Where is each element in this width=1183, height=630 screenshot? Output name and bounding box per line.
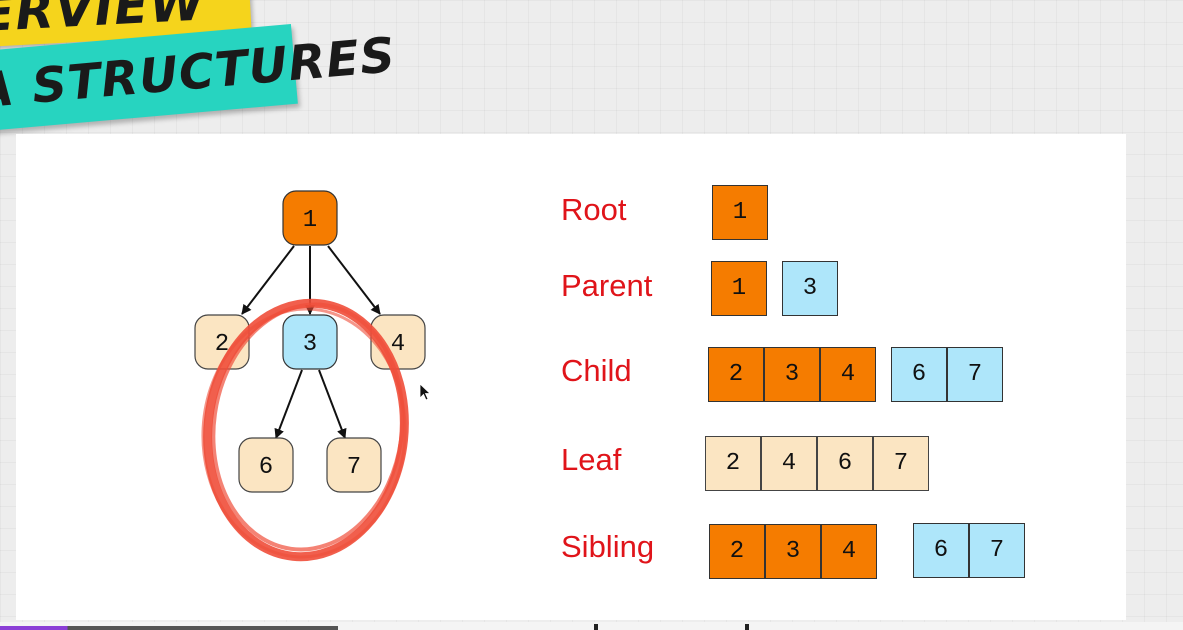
sibling-cell: 3 [765,524,821,579]
term-child: Child [561,353,632,388]
sibling-cell: 6 [913,523,969,578]
tree-node-6: 6 [238,437,294,493]
child-cell: 3 [764,347,820,402]
tree-node-1: 1 [282,190,338,246]
edge-3-7 [318,369,347,439]
chapter-marker [745,624,749,630]
tree-node-label: 3 [303,331,317,358]
child-cell: 2 [708,347,764,402]
term-sibling: Sibling [561,529,655,564]
slide-content: 1 2 3 4 6 7 Root Pare [16,134,1126,620]
leaf-cell: 2 [705,436,761,491]
parent-cell: 3 [782,261,838,316]
tree-node-label: 7 [347,454,361,481]
chapter-marker [594,624,598,630]
term-leaf: Leaf [561,442,622,477]
edge-1-2 [241,245,295,315]
leaf-cell: 7 [873,436,929,491]
annotation-circle [201,298,409,562]
tree-node-3: 3 [282,314,338,370]
tree-node-label: 2 [215,331,229,358]
root-cell: 1 [712,185,768,240]
tree-node-7: 7 [326,437,382,493]
sibling-cell: 2 [709,524,765,579]
mouse-cursor-icon [419,383,432,401]
parent-cell: 1 [711,261,767,316]
term-parent: Parent [561,268,653,303]
sibling-cell: 7 [969,523,1025,578]
edge-1-4 [327,245,381,315]
term-root: Root [561,192,627,227]
sibling-cell: 4 [821,524,877,579]
video-progress-bar[interactable] [0,622,1183,630]
tree-node-label: 4 [391,331,405,358]
tree-node-label: 1 [303,207,317,234]
child-cell: 6 [891,347,947,402]
tree-node-label: 6 [259,454,273,481]
leaf-cell: 4 [761,436,817,491]
video-progress-fill [0,626,338,630]
tree-diagram: 1 2 3 4 6 7 [194,190,432,562]
leaf-cell: 6 [817,436,873,491]
edge-3-6 [274,369,303,439]
child-cell: 4 [820,347,876,402]
child-cell: 7 [947,347,1003,402]
